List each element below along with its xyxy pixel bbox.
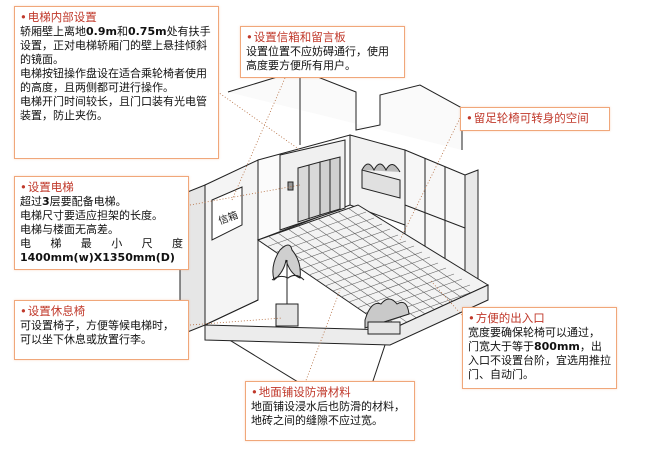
note-text: 宽度要确保轮椅可以通过， <box>468 326 600 339</box>
note-text: 门宽大于等于800mm，出 <box>468 340 602 353</box>
note-text: 设置位置不应妨碍通行，使用高度要方便所有用户。 <box>246 45 389 72</box>
note-mailbox: 设置信箱和留言板 设置位置不应妨碍通行，使用高度要方便所有用户。 <box>240 26 405 78</box>
note-title: 方便的出入口 <box>468 311 611 326</box>
note-elevator-interior: 电梯内部设置 轿厢壁上离地0.9m和0.75m处有扶手设置，正对电梯轿厢门的壁上… <box>14 6 219 159</box>
note-floor: 地面铺设防滑材料 地面铺设浸水后也防滑的材料，地砖之间的缝隙不应过宽。 <box>245 381 415 441</box>
leader-rest <box>189 317 283 326</box>
note-text: 电梯开门时间较长，且门口装有光电管装置，防止夹伤。 <box>20 95 207 122</box>
note-text: 可设置椅子，方便等候电梯时，可以坐下休息或放置行李。 <box>20 319 174 346</box>
note-text: 1400mm(w)X1350mm(D) <box>20 251 175 264</box>
note-text: 轿厢壁上离地0.9m和0.75m处有扶手设置，正对电梯轿厢门的壁上悬挂倾斜的镜面… <box>20 25 211 66</box>
note-text: 电梯与楼面无高差。 <box>20 223 119 236</box>
planter-box <box>361 163 401 199</box>
elevator <box>279 139 346 231</box>
note-title: 设置信箱和留言板 <box>246 30 399 45</box>
note-text: 超过3层要配备电梯。 <box>20 195 127 208</box>
note-title: 留足轮椅可转身的空间 <box>466 111 604 126</box>
leader-elevator <box>189 184 301 206</box>
note-title: 设置电梯 <box>20 180 183 195</box>
note-text: 入口不设置台阶，宜选用推拉门、自动门。 <box>468 354 611 381</box>
note-turning-space: 留足轮椅可转身的空间 <box>460 107 610 131</box>
note-title: 设置休息椅 <box>20 304 183 319</box>
note-title: 电梯内部设置 <box>20 10 213 25</box>
note-rest-chair: 设置休息椅 可设置椅子，方便等候电梯时，可以坐下休息或放置行李。 <box>14 300 189 360</box>
mailbox-board <box>211 186 243 241</box>
note-text: 电梯按钮操作盘设在适合乘轮椅者使用的高度，且两侧都可进行操作。 <box>20 67 207 94</box>
potted-plant-right <box>364 298 410 335</box>
note-text: 电梯尺寸要适应担架的长度。 <box>20 209 163 222</box>
note-text: 电 梯 最 小 尺 度 <box>20 237 183 250</box>
leader-mailbox <box>231 77 286 201</box>
leader-entrance <box>429 279 463 316</box>
note-title: 地面铺设防滑材料 <box>251 385 409 400</box>
note-set-elevator: 设置电梯 超过3层要配备电梯。 电梯尺寸要适应担架的长度。 电梯与楼面无高差。 … <box>14 176 189 270</box>
note-text: 地面铺设浸水后也防滑的材料，地砖之间的缝隙不应过宽。 <box>251 400 405 427</box>
left-wall <box>204 159 259 326</box>
note-entrance: 方便的出入口 宽度要确保轮椅可以通过， 门宽大于等于800mm，出 入口不设置台… <box>462 307 617 389</box>
potted-plant-left <box>271 244 305 327</box>
